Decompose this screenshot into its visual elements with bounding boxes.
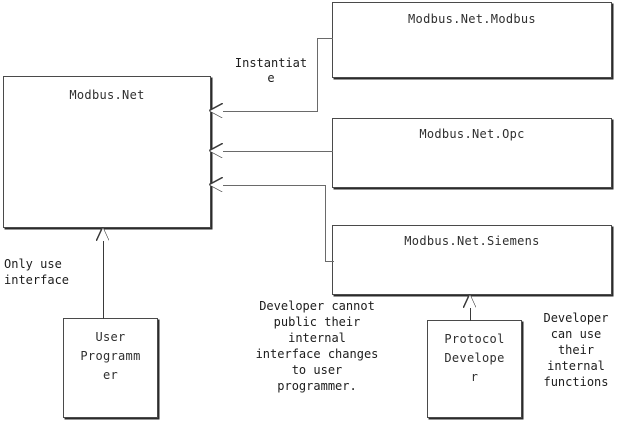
box-modbus-net-modbus[interactable]: Modbus.Net.Modbus [332,2,612,78]
connector-protocol-developer-vertical [470,308,471,321]
box-user-programmer[interactable]: User Programm er [63,318,158,418]
box-modbus-net[interactable]: Modbus.Net [3,76,211,228]
box-protocol-developer[interactable]: Protocol Develope r [427,320,522,418]
box-protocol-developer-label: Protocol Develope r [444,332,505,384]
note-developer-cannot-publish-internal-interface: Developer cannot public their internal i… [255,299,379,393]
arrowhead-opc-to-core [210,144,223,158]
box-modbus-net-opc[interactable]: Modbus.Net.Opc [332,118,612,188]
arrowhead-siemens-to-core [210,178,223,192]
note-developer-can-use-internal-functions: Developer can use their internal functio… [543,311,609,389]
arrowhead-user-programmer-to-core [97,228,109,241]
note-instantiate: Instantiat e [234,56,308,85]
note-only-use-interface: Only use interface [4,257,70,287]
arrowhead-modbus-to-core [210,104,223,118]
connector-modbus-segment-into-core [222,111,318,112]
box-user-programmer-label: User Programm er [80,330,141,382]
connector-user-programmer-vertical [103,241,104,319]
connector-siemens-segment-vertical [325,185,326,262]
connector-siemens-segment-into-core [222,185,326,186]
box-modbus-net-modbus-label: Modbus.Net.Modbus [408,12,536,26]
box-modbus-net-siemens[interactable]: Modbus.Net.Siemens [332,225,612,295]
box-modbus-net-siemens-label: Modbus.Net.Siemens [404,234,540,248]
connector-modbus-segment-top [317,38,333,39]
connector-modbus-segment-vertical [317,38,318,111]
connector-siemens-segment-bottom [325,261,334,262]
box-modbus-net-label: Modbus.Net [69,88,145,102]
box-modbus-net-opc-label: Modbus.Net.Opc [419,127,525,141]
arrowhead-protocol-developer-to-siemens [464,295,476,308]
connector-opc-segment [222,151,333,152]
